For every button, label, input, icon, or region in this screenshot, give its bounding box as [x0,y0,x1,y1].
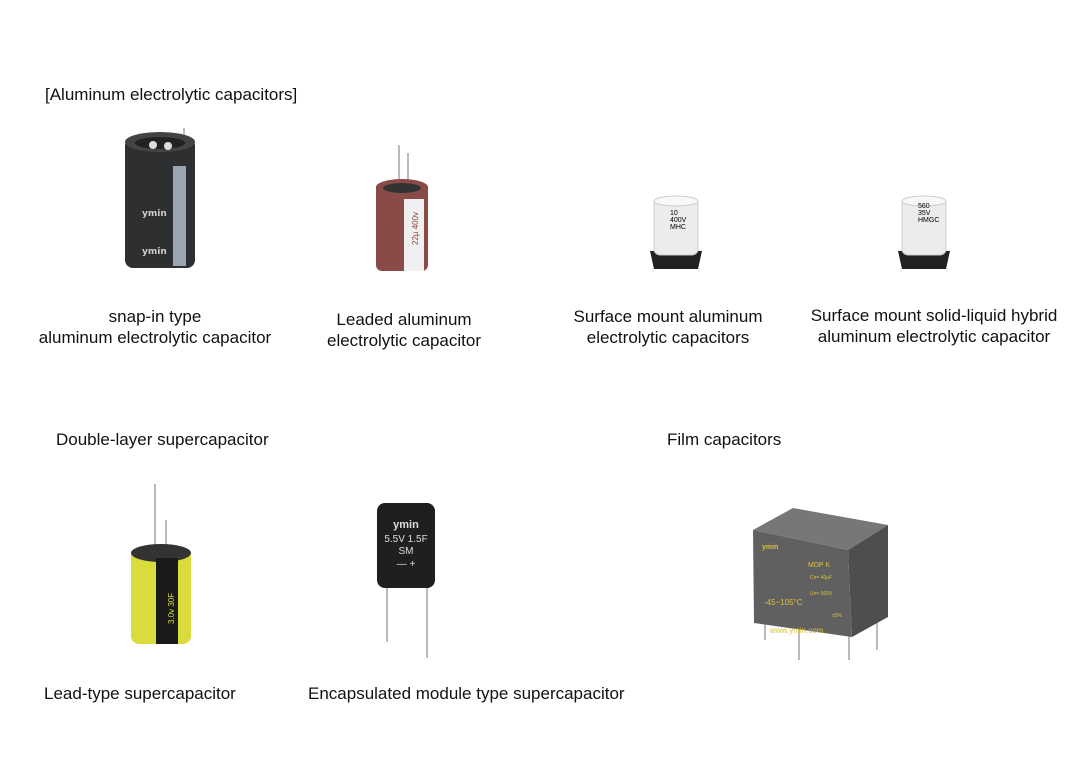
section-title-aluminum: [Aluminum electrolytic capacitors] [45,85,298,104]
svg-text:MDP K: MDP K [808,562,830,569]
caption-line: Surface mount aluminum [573,307,763,326]
svg-text:±5%: ±5% [832,613,843,619]
smd-hybrid-caption: Surface mount solid-liquid hybrid alumin… [811,305,1058,347]
snap-in-caption: snap-in type aluminum electrolytic capac… [39,306,271,348]
lead-type-supercapacitor-caption: Lead-type supercapacitor [44,684,236,703]
svg-text:5.5V 1.5F: 5.5V 1.5F [384,534,427,545]
caption-line: aluminum electrolytic capacitor [817,327,1051,346]
caption-line: aluminum electrolytic capacitor [38,328,272,347]
module-supercapacitor-image: ymin 5.5V 1.5F SM — + [377,503,435,658]
caption-line: electrolytic capacitors [586,328,750,347]
svg-text:22µ 400v: 22µ 400v [411,212,420,245]
svg-text:560: 560 [918,203,930,210]
smd-capacitor-image: 10 400V MHC [650,195,702,269]
film-capacitor-image: ymin MDP K Cn= 40µF Un= 500V -45~105°C ±… [753,508,888,660]
svg-text:Un= 500V: Un= 500V [810,591,833,597]
svg-text:3.0v 30F: 3.0v 30F [167,593,176,624]
svg-text:-45~105°C: -45~105°C [764,598,803,607]
smd-caption: Surface mount aluminum electrolytic capa… [574,306,763,348]
smd-hybrid-capacitor-image: 560 35V HMGC [898,195,950,269]
svg-text:ymin: ymin [393,519,419,531]
leaded-capacitor-image: 22µ 400v [376,145,428,271]
caption-line: Leaded aluminum [336,310,472,329]
svg-text:MHC: MHC [670,224,686,231]
svg-text:ymin: ymin [142,209,167,219]
snap-in-capacitor-image: ymin ymin [125,128,195,268]
svg-text:— +: — + [397,559,416,570]
svg-text:10: 10 [670,210,678,217]
svg-text:400V: 400V [670,217,687,224]
svg-text:Cn= 40µF: Cn= 40µF [810,575,832,581]
caption-line: snap-in type [108,307,202,326]
svg-text:ymin: ymin [762,544,778,551]
caption-line: Surface mount solid-liquid hybrid [810,306,1058,325]
section-title-film: Film capacitors [667,430,782,449]
svg-text:www.ymin.com: www.ymin.com [769,626,824,635]
svg-text:HMGC: HMGC [918,217,939,224]
svg-text:SM: SM [399,546,414,557]
svg-text:35V: 35V [918,210,931,217]
svg-text:ymin: ymin [142,247,167,257]
lead-type-supercapacitor-image: 3.0v 30F [131,484,191,644]
leaded-caption: Leaded aluminum electrolytic capacitor [327,309,481,351]
module-supercapacitor-caption: Encapsulated module type supercapacitor [308,684,625,703]
section-title-double-layer: Double-layer supercapacitor [56,430,269,449]
caption-line: electrolytic capacitor [326,331,482,350]
